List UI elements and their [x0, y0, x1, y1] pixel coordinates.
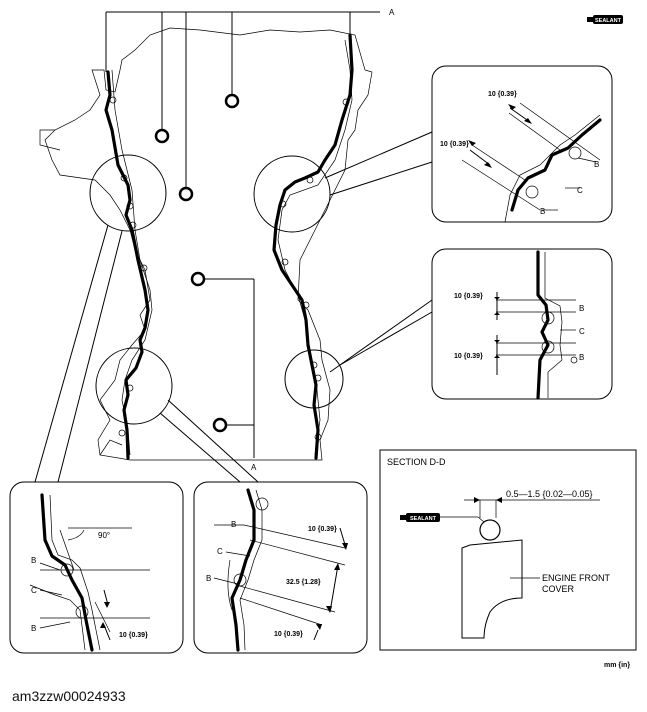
engine-cover-outline: [39, 27, 373, 461]
bottom-mid-dim3: 10 {0.39}: [274, 631, 303, 638]
section-title: SECTION D-D: [387, 457, 446, 467]
detail-panel-upper-right: [431, 65, 613, 223]
sealant-badge-top: SEALANT: [587, 15, 623, 24]
bottom-mid-dim1: 10 {0.39}: [308, 526, 337, 533]
detail-circle-upper-left: [89, 154, 167, 232]
dowel-holes: [109, 96, 350, 441]
section-part-line2: COVER: [542, 584, 575, 594]
upper-right-dim2: 10 {0.39}: [440, 141, 469, 148]
bolt-hole-2: [154, 128, 170, 144]
upper-right-dim1: 10 {0.39}: [488, 91, 517, 98]
bolt-hole-1: [224, 93, 240, 109]
leader-a-bottom: [204, 278, 255, 458]
bottom-mid-dim2: 32.5 {1.28}: [286, 579, 321, 586]
upper-right-label-b2: B: [540, 207, 545, 216]
sealant-tube-icon: SEALANT: [400, 513, 440, 522]
label-a-bottom: A: [251, 463, 257, 472]
detail-circle-upper-right: [253, 155, 331, 233]
mid-right-label-b2: B: [579, 353, 584, 362]
section-dim: 0.5—1.5 {0.02—0.05}: [506, 489, 593, 499]
bottom-left-label-b2: B: [31, 624, 36, 633]
sealant-badge-label: SEALANT: [595, 18, 622, 24]
bottom-left-label-b1: B: [31, 556, 36, 565]
bottom-mid-label-b2: B: [206, 574, 211, 583]
mid-right-dim1: 10 {0.39}: [454, 293, 483, 300]
sealant-bead-right: [272, 33, 354, 460]
section-part-line1: ENGINE FRONT: [542, 573, 611, 583]
unit-label: mm {in}: [604, 662, 630, 669]
bottom-left-dim: 10 {0.39}: [119, 632, 148, 639]
detail-circle-lower-right: [284, 349, 344, 409]
upper-right-label-c: C: [577, 186, 583, 195]
section-d-d-panel: [379, 449, 637, 651]
bolt-hole-5: [212, 417, 228, 433]
mid-right-dim2: 10 {0.39}: [454, 353, 483, 360]
detail-panel-bottom-mid: [193, 481, 368, 654]
mid-right-label-b1: B: [579, 304, 584, 313]
bolt-hole-4: [190, 271, 206, 287]
bolt-hole-3: [178, 186, 194, 202]
bottom-mid-label-b1: B: [231, 520, 236, 529]
detail-panel-bottom-left: [9, 481, 184, 654]
detail-connectors: [34, 131, 433, 483]
bottom-left-label-c: C: [31, 586, 37, 595]
mid-right-label-c: C: [579, 327, 585, 336]
upper-right-label-b1: B: [594, 160, 599, 169]
bottom-mid-label-c: C: [217, 547, 223, 556]
bottom-left-angle: 90°: [98, 531, 110, 540]
label-a-top: A: [389, 8, 395, 17]
section-sealant-label: SEALANT: [410, 516, 437, 522]
leader-a-top: [105, 11, 380, 188]
figure-id-caption: am3zzw00024933: [12, 688, 126, 704]
detail-panel-mid-right: [431, 248, 613, 400]
detail-circle-lower-left: [95, 347, 173, 425]
